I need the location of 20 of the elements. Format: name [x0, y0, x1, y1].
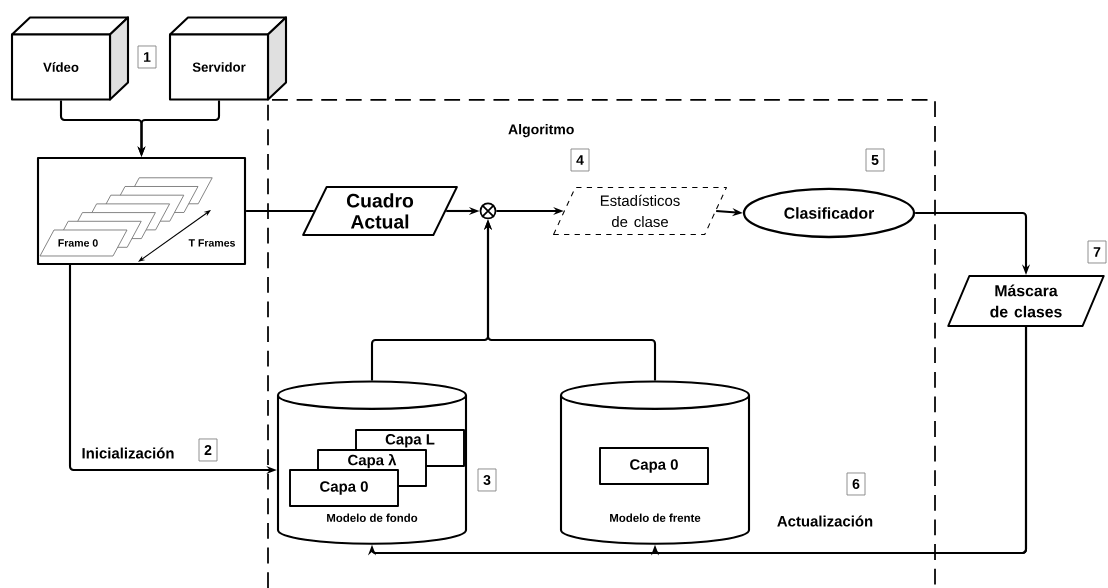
- edge-label: Inicialización: [79, 445, 177, 461]
- callout-number: 6: [846, 472, 866, 496]
- data-parallelogram: Estadísticos de clase: [553, 186, 727, 235]
- server-box: Servidor: [168, 16, 288, 101]
- layer-box: Capa 0: [289, 469, 399, 507]
- arrow: [650, 326, 1028, 556]
- input-parallelogram: Cuadro Actual: [302, 186, 458, 236]
- camera-box: Vídeo: [10, 16, 130, 101]
- callout-number: 5: [865, 148, 885, 172]
- callout-number: 3: [477, 468, 497, 492]
- callout-number: 4: [570, 148, 590, 172]
- callout-number: 7: [1087, 240, 1107, 264]
- frame-count-label: T Frames: [188, 239, 235, 247]
- multiplier-symbol: [479, 202, 497, 220]
- layer-box: Capa 0: [599, 447, 709, 485]
- callout-number: 1: [137, 45, 157, 69]
- callout-number: 2: [198, 438, 218, 462]
- frame-label: Frame 0: [58, 239, 98, 247]
- section-label: Actualización: [777, 515, 873, 527]
- output-parallelogram: Máscara de clases: [947, 275, 1105, 327]
